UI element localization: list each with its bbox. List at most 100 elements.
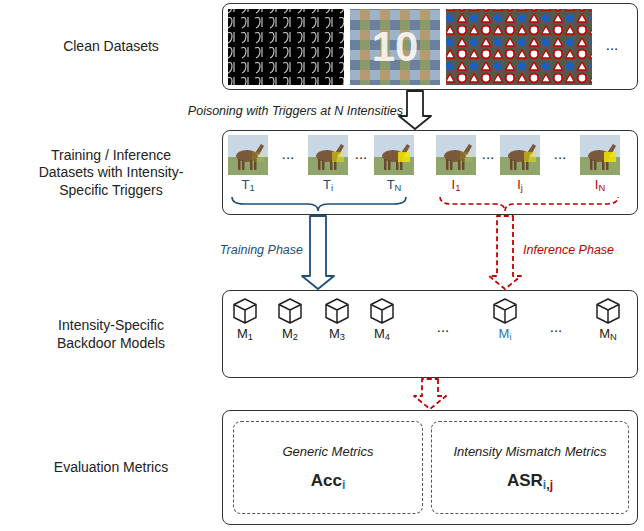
model-label: M4: [374, 326, 390, 342]
metric-name: ASRi,j: [507, 471, 553, 491]
text-part: M: [282, 326, 293, 341]
subscript: N: [610, 332, 617, 342]
text-part: 1: [248, 332, 253, 342]
cube-icon: [494, 299, 516, 323]
text-part: 1: [249, 183, 254, 193]
text-part: M: [329, 326, 340, 341]
text-part: M: [374, 326, 385, 341]
trigger-label: Ij: [517, 177, 523, 193]
horse-image: [580, 135, 620, 175]
metrics-box: Evaluation MetricsGeneric MetricsAcciInt…: [222, 410, 638, 525]
text-part: i: [342, 478, 345, 492]
text-part: j: [521, 183, 523, 193]
text-part: M: [237, 326, 248, 341]
model-label: MN: [599, 326, 617, 342]
subscript: 1: [249, 183, 254, 193]
metric-title: Generic Metrics: [282, 444, 373, 459]
model-label: M3: [329, 326, 345, 342]
text-part: i: [331, 183, 333, 193]
text-part: 1: [455, 183, 460, 193]
trigger-patch: [398, 152, 410, 162]
trigger-patch: [524, 152, 536, 162]
subscript: 1: [248, 332, 253, 342]
watermark: 10: [372, 22, 419, 72]
metric-group-box: Intensity Mismatch MetricsASRi,j: [431, 421, 629, 514]
arrow-label: Inference Phase: [523, 243, 614, 258]
mnist-grid: [228, 9, 344, 85]
horse-image: [374, 135, 414, 175]
text-part: N: [598, 183, 605, 193]
cifar-grid: [350, 9, 440, 85]
subscript: N: [395, 183, 402, 193]
text-part: I: [517, 177, 521, 192]
cube-icon: [597, 299, 619, 323]
text-part: ASR: [507, 471, 543, 490]
dataset-thumbnails: [228, 9, 592, 85]
text-part: T: [323, 177, 331, 192]
trigger-patch: [332, 152, 344, 162]
training-brace: [232, 197, 406, 211]
stage-heading: Training / Inference Datasets with Inten…: [31, 146, 191, 199]
block-arrow: [489, 216, 521, 289]
subscript: i: [331, 183, 333, 193]
metric-group-box: Generic MetricsAcci: [233, 421, 423, 514]
ellipsis: ...: [554, 145, 567, 163]
text-part: Acc: [311, 471, 342, 490]
metric-title: Intensity Mismatch Metrics: [453, 444, 606, 459]
subscript: i: [509, 332, 511, 342]
stage-heading: Clean Datasets: [31, 38, 191, 56]
horse-image: [500, 135, 540, 175]
horse-image: [308, 135, 348, 175]
stage-heading: Intensity-Specific Backdoor Models: [31, 317, 191, 352]
ellipsis: ...: [482, 145, 495, 163]
subscript: i,j: [543, 478, 553, 492]
metric-name: Acci: [311, 471, 346, 491]
ellipsis: ...: [606, 36, 619, 54]
text-part: M: [599, 326, 610, 341]
text-part: I: [452, 177, 456, 192]
subscript: j: [521, 183, 523, 193]
ellipsis: ...: [550, 318, 563, 336]
trigger-label: I1: [452, 177, 461, 193]
cube-icon: [371, 299, 393, 323]
text-part: N: [395, 183, 402, 193]
trigger-label: Ti: [323, 177, 333, 193]
cube-icon: [234, 299, 256, 323]
model-label: Mi: [499, 326, 512, 342]
block-arrow: [414, 379, 446, 409]
subscript: 2: [293, 332, 298, 342]
subscript: N: [598, 183, 605, 193]
text-part: 3: [340, 332, 345, 342]
text-part: I: [595, 177, 599, 192]
stage-heading: Evaluation Metrics: [31, 459, 191, 477]
subscript: 1: [455, 183, 460, 193]
cube-icon: [326, 299, 348, 323]
ellipsis: ...: [355, 145, 368, 163]
trigger-label: TN: [387, 177, 402, 193]
text-part: j: [550, 478, 553, 492]
block-arrow: [302, 216, 334, 289]
text-part: T: [241, 177, 249, 192]
subscript: 4: [385, 332, 390, 342]
horse-image: [436, 135, 476, 175]
block-arrow: [399, 91, 431, 129]
text-part: i: [509, 332, 511, 342]
trigger-label: T1: [241, 177, 254, 193]
subscript: i: [342, 478, 345, 492]
text-part: N: [610, 332, 617, 342]
text-part: M: [499, 326, 510, 341]
ellipsis: ...: [437, 318, 450, 336]
text-part: T: [387, 177, 395, 192]
model-label: M1: [237, 326, 253, 342]
model-label: M2: [282, 326, 298, 342]
cube-icon: [279, 299, 301, 323]
text-part: i: [543, 478, 546, 492]
text-part: 2: [293, 332, 298, 342]
trigger-label: IN: [595, 177, 605, 193]
poisoned-dataset-box: Training / Inference Datasets with Inten…: [222, 130, 638, 215]
inference-brace: [440, 197, 618, 211]
text-part: 4: [385, 332, 390, 342]
mnist-digits: [228, 9, 344, 85]
arrow-label: Training Phase: [220, 243, 303, 258]
